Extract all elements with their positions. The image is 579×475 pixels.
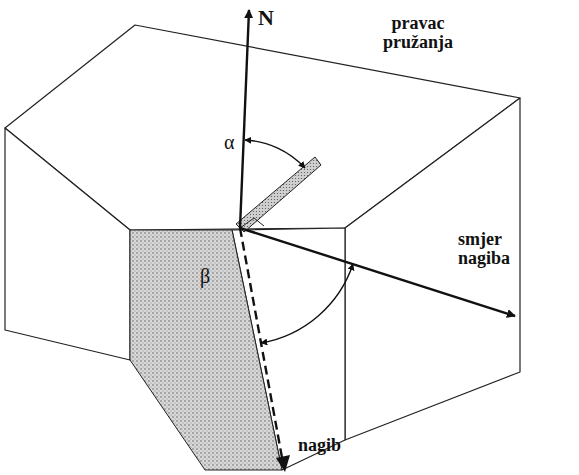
strike-bar: [236, 157, 321, 232]
left-face: [5, 128, 130, 360]
dip-direction-label: smjer nagiba: [458, 230, 538, 268]
dip-label: nagib: [298, 436, 341, 455]
dip-arrowhead: [276, 455, 290, 472]
angle-label: β: [200, 266, 210, 287]
north-arrow: [240, 10, 249, 228]
beta-arc: [261, 264, 353, 343]
alpha-arc: [245, 140, 305, 168]
right-angle-mark: [240, 218, 264, 228]
north-label: N: [258, 6, 274, 29]
angle-label: α: [224, 132, 234, 153]
dip-line: [240, 228, 283, 463]
strike-label: pravac pružanja: [358, 14, 478, 52]
dip-plane: [130, 230, 282, 470]
